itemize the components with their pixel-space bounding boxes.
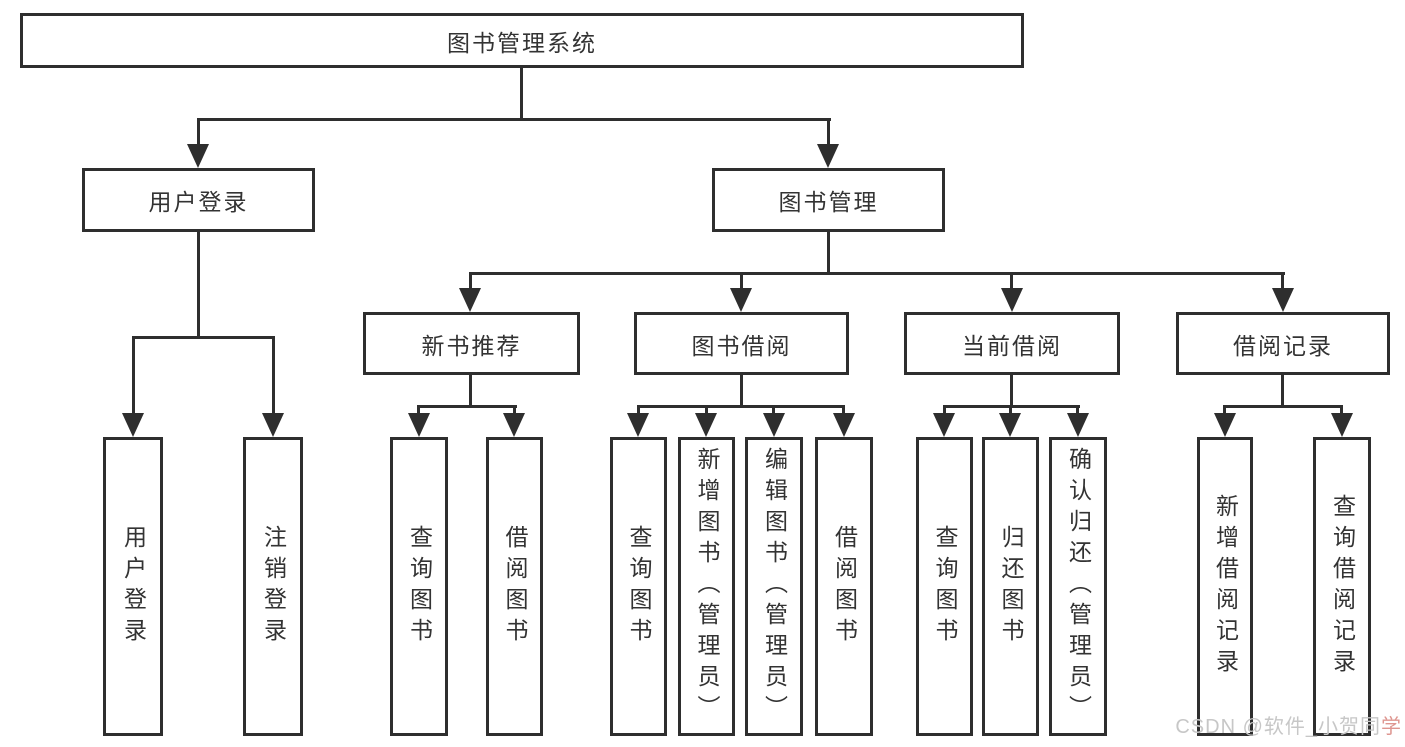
node-user-login-label: 用户登录 bbox=[148, 189, 249, 215]
arrow-down-icon bbox=[933, 413, 955, 437]
arrow-down-icon bbox=[408, 413, 430, 437]
connector-borrow-records-rail bbox=[1223, 405, 1343, 408]
leaf-query-books-3-label: 查询图书 bbox=[932, 524, 958, 649]
connector-leaf-drop bbox=[943, 407, 946, 414]
leaf-borrow-books-2-label: 借阅图书 bbox=[831, 524, 858, 649]
leaf-return-book: 归还图书 bbox=[982, 437, 1039, 736]
connector-drop bbox=[1281, 274, 1284, 289]
connector-drop bbox=[740, 274, 743, 289]
connector-borrow-records-stem bbox=[1281, 374, 1284, 407]
leaf-add-book-admin: 新增图书（管理员） bbox=[678, 437, 735, 736]
leaf-add-borrow-record-label: 新增借阅记录 bbox=[1212, 493, 1239, 680]
leaf-add-borrow-record: 新增借阅记录 bbox=[1197, 437, 1253, 736]
leaf-edit-book-admin-label: 编辑图书（管理员） bbox=[761, 447, 788, 726]
node-book-management: 图书管理 bbox=[712, 168, 945, 232]
node-current-borrow-label: 当前借阅 bbox=[962, 332, 1062, 359]
node-new-book-recommend: 新书推荐 bbox=[363, 312, 580, 375]
connector-level1-rail bbox=[197, 118, 831, 121]
connector-book-borrow-stem bbox=[740, 374, 743, 407]
leaf-logout-login-label: 注销登录 bbox=[260, 524, 287, 649]
connector-new-book-stem bbox=[469, 374, 472, 407]
connector-root-stem bbox=[520, 68, 523, 121]
connector-new-book-rail bbox=[417, 405, 517, 408]
connector-level2-rail bbox=[469, 272, 1285, 275]
connector-leaf-drop bbox=[1076, 407, 1079, 414]
connector-leaf-drop bbox=[417, 407, 420, 414]
connector-user-login-stem bbox=[197, 231, 200, 338]
connector-drop bbox=[469, 274, 472, 289]
arrow-down-icon bbox=[503, 413, 525, 437]
connector-user-login-rail bbox=[132, 336, 275, 339]
connector-leaf-drop bbox=[842, 407, 845, 414]
arrow-down-icon bbox=[763, 413, 785, 437]
connector-leaf-drop bbox=[272, 338, 275, 414]
watermark-text: CSDN @软件_小贺同 bbox=[1175, 716, 1381, 738]
connector-book-mgmt-stem bbox=[827, 231, 830, 274]
connector-book-mgmt-drop bbox=[827, 120, 830, 146]
connector-leaf-drop bbox=[1009, 407, 1012, 414]
arrow-down-icon bbox=[999, 413, 1021, 437]
arrow-down-icon bbox=[695, 413, 717, 437]
node-root: 图书管理系统 bbox=[20, 13, 1024, 68]
connector-drop bbox=[1010, 274, 1013, 289]
arrow-down-icon bbox=[459, 288, 481, 312]
node-new-book-recommend-label: 新书推荐 bbox=[421, 332, 522, 359]
connector-leaf-drop bbox=[1223, 407, 1226, 414]
leaf-confirm-return-admin-label: 确认归还（管理员） bbox=[1065, 447, 1092, 726]
arrow-down-icon bbox=[262, 413, 284, 437]
leaf-return-book-label: 归还图书 bbox=[998, 524, 1024, 649]
node-book-borrow: 图书借阅 bbox=[634, 312, 849, 375]
leaf-query-books-1: 查询图书 bbox=[390, 437, 448, 736]
arrow-down-icon bbox=[1067, 413, 1089, 437]
connector-leaf-drop bbox=[772, 407, 775, 414]
watermark-accent-text: 学 bbox=[1381, 716, 1402, 738]
connector-user-login-drop bbox=[197, 120, 200, 146]
arrow-down-icon bbox=[730, 288, 752, 312]
arrow-down-icon bbox=[627, 413, 649, 437]
connector-leaf-drop bbox=[513, 407, 516, 414]
node-borrow-records: 借阅记录 bbox=[1176, 312, 1390, 375]
leaf-logout-login: 注销登录 bbox=[243, 437, 303, 736]
watermark: CSDN @软件_小贺同学 bbox=[1175, 710, 1402, 739]
connector-current-borrow-stem bbox=[1010, 374, 1013, 407]
node-borrow-records-label: 借阅记录 bbox=[1233, 332, 1333, 359]
connector-leaf-drop bbox=[1340, 407, 1343, 414]
node-current-borrow: 当前借阅 bbox=[904, 312, 1120, 375]
leaf-edit-book-admin: 编辑图书（管理员） bbox=[745, 437, 803, 736]
connector-current-borrow-rail bbox=[943, 405, 1080, 408]
leaf-borrow-books-2: 借阅图书 bbox=[815, 437, 873, 736]
connector-leaf-drop bbox=[637, 407, 640, 414]
connector-book-borrow-rail bbox=[637, 405, 845, 408]
leaf-query-books-2-label: 查询图书 bbox=[626, 524, 652, 649]
arrow-down-icon bbox=[1331, 413, 1353, 437]
arrow-down-icon bbox=[833, 413, 855, 437]
node-book-borrow-label: 图书借阅 bbox=[691, 332, 792, 359]
node-user-login: 用户登录 bbox=[82, 168, 315, 232]
leaf-borrow-books-1-label: 借阅图书 bbox=[502, 524, 528, 649]
node-root-label: 图书管理系统 bbox=[447, 29, 597, 56]
connector-leaf-drop bbox=[705, 407, 708, 414]
leaf-query-books-1-label: 查询图书 bbox=[406, 524, 433, 649]
leaf-query-borrow-record-label: 查询借阅记录 bbox=[1329, 493, 1356, 680]
arrow-down-icon bbox=[1214, 413, 1236, 437]
arrow-down-icon bbox=[817, 144, 839, 168]
node-book-management-label: 图书管理 bbox=[778, 189, 879, 215]
arrow-down-icon bbox=[122, 413, 144, 437]
leaf-add-book-admin-label: 新增图书（管理员） bbox=[694, 447, 720, 726]
leaf-query-books-2: 查询图书 bbox=[610, 437, 667, 736]
arrow-down-icon bbox=[187, 144, 209, 168]
connector-leaf-drop bbox=[132, 338, 135, 414]
leaf-query-books-3: 查询图书 bbox=[916, 437, 973, 736]
leaf-confirm-return-admin: 确认归还（管理员） bbox=[1049, 437, 1107, 736]
leaf-user-login: 用户登录 bbox=[103, 437, 163, 736]
arrow-down-icon bbox=[1001, 288, 1023, 312]
leaf-query-borrow-record: 查询借阅记录 bbox=[1313, 437, 1371, 736]
leaf-borrow-books-1: 借阅图书 bbox=[486, 437, 543, 736]
arrow-down-icon bbox=[1272, 288, 1294, 312]
leaf-user-login-label: 用户登录 bbox=[120, 524, 147, 649]
